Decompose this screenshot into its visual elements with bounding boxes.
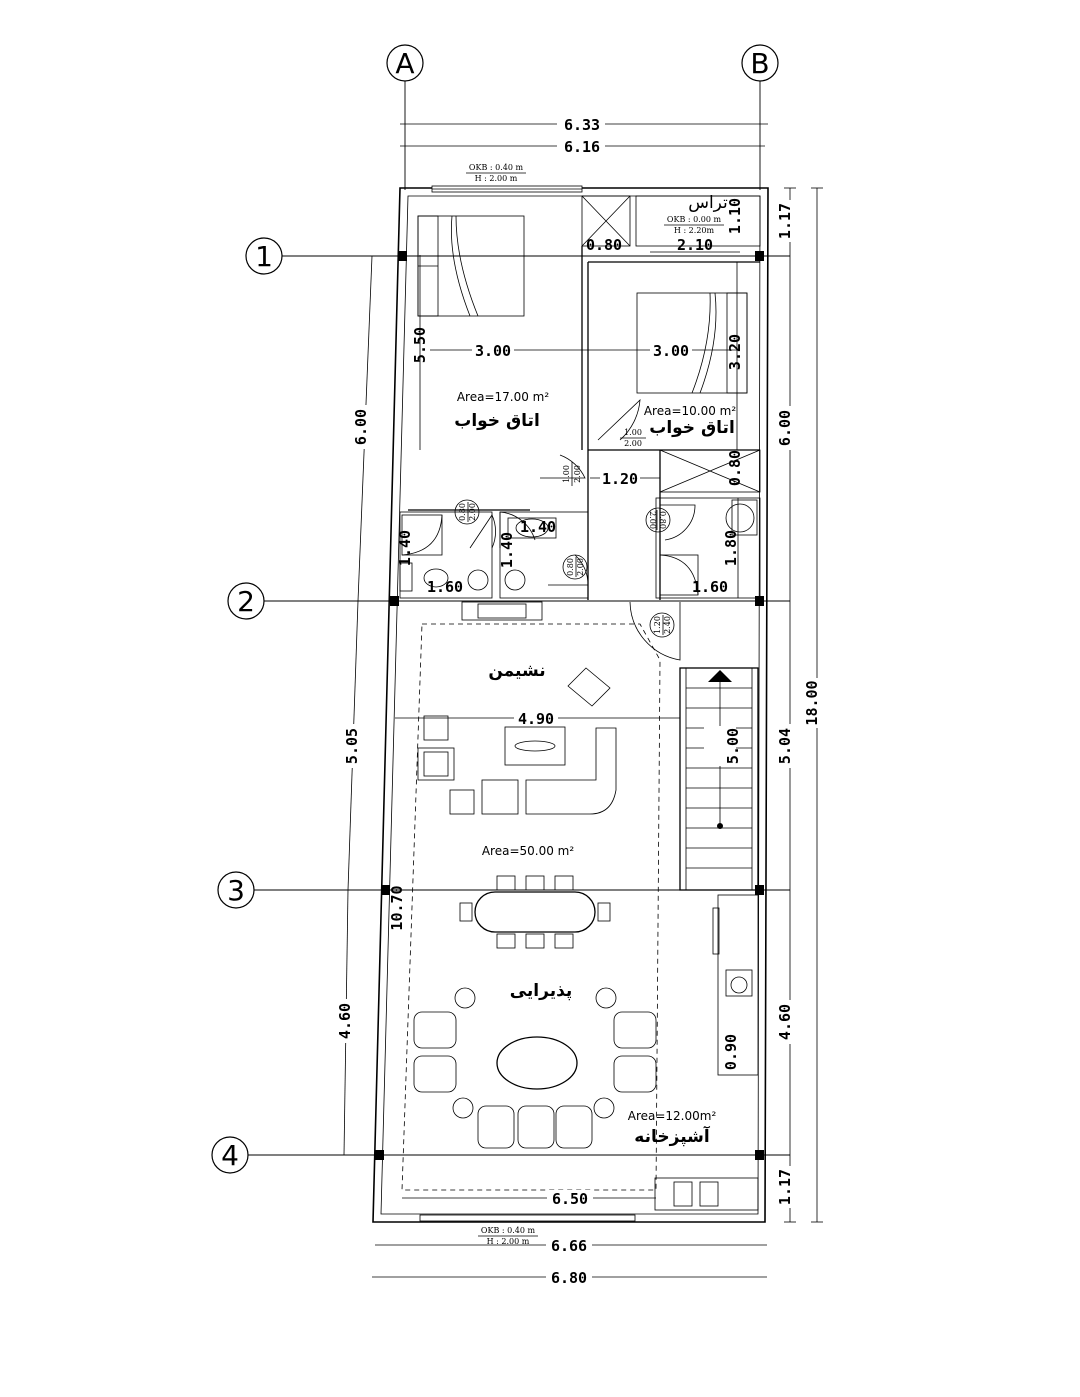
dim-bottom-3: 6.80 xyxy=(551,1269,587,1287)
dim-bath-width: 1.60 xyxy=(692,578,728,596)
dim-wc1-height: 1.40 xyxy=(396,530,414,566)
dim-bath-height: 1.80 xyxy=(722,530,740,566)
svg-text:H : 2.00 m: H : 2.00 m xyxy=(475,174,518,183)
axis-bubble-1: 1 xyxy=(245,237,283,275)
dim-bed1-height: 5.50 xyxy=(411,327,429,363)
svg-text:H : 2.20m: H : 2.20m xyxy=(674,226,715,235)
bottom-window-tag: OKB : 0.40 m H : 2.00 m xyxy=(478,1226,538,1246)
svg-text:2.00: 2.00 xyxy=(468,503,477,521)
kitchen-label: آشپزخانه xyxy=(634,1125,711,1147)
dim-bed2-height: 3.20 xyxy=(726,334,744,370)
door-tag-bed1: 1.00 2.00 xyxy=(562,462,582,486)
svg-text:2: 2 xyxy=(237,585,255,618)
svg-text:OKB : 0.40 m: OKB : 0.40 m xyxy=(469,163,524,172)
bedroom2-name: اتاق خواب xyxy=(649,418,735,438)
svg-text:4: 4 xyxy=(221,1139,239,1172)
sofa-set-icon xyxy=(417,667,617,815)
terrace-door-tag: OKB : 0.00 m H : 2.20m xyxy=(664,215,724,235)
bedroom1-area: Area=17.00 m² xyxy=(457,390,550,404)
door-tag-bed2: 1.00 2.00 xyxy=(620,428,646,448)
hall-area: Area=50.00 m² xyxy=(482,844,575,858)
terrace-label: تراس xyxy=(688,193,728,213)
svg-text:B: B xyxy=(750,47,769,80)
kitchen-counter-icon xyxy=(654,894,759,1211)
dim-stair-height: 5.00 xyxy=(724,728,742,764)
dim-right-total: 18.00 xyxy=(803,680,821,725)
living-label: نشیمن xyxy=(488,661,545,681)
svg-text:A: A xyxy=(395,47,414,80)
top-window-tag: OKB : 0.40 m H : 2.00 m xyxy=(466,163,526,183)
svg-text:2.00: 2.00 xyxy=(624,439,642,448)
dim-living-width: 4.90 xyxy=(518,710,554,728)
door-tag-wc2: 0.80 2.00 xyxy=(562,554,588,580)
dim-shaft-width: 0.80 xyxy=(586,236,622,254)
dim-right-2: 5.04 xyxy=(776,728,794,764)
staircase xyxy=(679,667,759,891)
dim-bed1-width: 3.00 xyxy=(475,342,511,360)
axis-bubble-2: 2 xyxy=(227,582,265,620)
svg-text:1: 1 xyxy=(255,240,273,273)
axis-bubble-3: 3 xyxy=(217,871,255,909)
bedroom2-area: Area=10.00 m² xyxy=(644,404,737,418)
dim-kitchen-counter: 0.90 xyxy=(722,1034,740,1070)
bed-1-icon xyxy=(417,215,525,317)
dim-hall-height: 10.70 xyxy=(388,885,406,930)
dim-wc2-width: 1.40 xyxy=(520,518,556,536)
svg-text:1.00: 1.00 xyxy=(562,465,571,483)
dim-bottom-1: 6.50 xyxy=(552,1190,588,1208)
svg-text:1.20: 1.20 xyxy=(653,616,662,634)
dim-right-1: 6.00 xyxy=(776,410,794,446)
bedroom1-name: اتاق خواب xyxy=(454,411,540,431)
svg-text:H : 2.00 m: H : 2.00 m xyxy=(487,1237,530,1246)
dim-right-top: 1.17 xyxy=(776,203,794,239)
dim-bed2-width: 3.00 xyxy=(653,342,689,360)
dim-left-3: 4.60 xyxy=(336,1003,354,1039)
door-tag-wc1: 0.80 2.00 xyxy=(454,499,480,525)
svg-text:OKB : 0.00 m: OKB : 0.00 m xyxy=(667,215,722,224)
kitchen-area: Area=12.00m² xyxy=(628,1109,717,1123)
dim-wc1-width: 1.60 xyxy=(427,578,463,596)
svg-text:1.00: 1.00 xyxy=(624,428,642,437)
dim-terrace-height: 1.10 xyxy=(726,198,744,234)
reception-sofas-icon xyxy=(413,987,657,1149)
dim-terrace-width: 2.10 xyxy=(677,236,713,254)
svg-text:2.40: 2.40 xyxy=(663,616,672,634)
dim-shaft2-height: 0.80 xyxy=(726,450,744,486)
bed-2-icon xyxy=(636,292,748,394)
svg-text:2.00: 2.00 xyxy=(648,511,657,529)
svg-text:2.00: 2.00 xyxy=(573,465,582,483)
dim-wc2-height: 1.40 xyxy=(498,532,516,568)
dim-left-2: 5.05 xyxy=(343,728,361,764)
dim-right-bottom: 1.17 xyxy=(776,1169,794,1205)
reception-label: پذیرایی xyxy=(510,981,573,1001)
svg-text:0.80: 0.80 xyxy=(658,511,667,529)
axis-bubble-B: B xyxy=(741,44,779,82)
dim-top-outer: 6.33 xyxy=(564,116,600,134)
door-tag-entry: 1.20 2.40 xyxy=(649,612,675,638)
svg-text:2.00: 2.00 xyxy=(576,558,585,576)
dim-top-inner: 6.16 xyxy=(564,138,600,156)
svg-text:3: 3 xyxy=(227,874,245,907)
svg-text:0.80: 0.80 xyxy=(566,558,575,576)
door-tag-bath: 0.80 2.00 xyxy=(645,507,671,533)
dim-bottom-2: 6.66 xyxy=(551,1237,587,1255)
dim-corridor-width: 1.20 xyxy=(602,470,638,488)
dim-left-1: 6.00 xyxy=(352,409,370,445)
svg-text:0.80: 0.80 xyxy=(458,503,467,521)
svg-text:OKB : 0.40 m: OKB : 0.40 m xyxy=(481,1226,536,1235)
axis-bubble-A: A xyxy=(386,44,424,82)
dim-right-3: 4.60 xyxy=(776,1004,794,1040)
dining-table-icon xyxy=(459,875,611,949)
axis-bubble-4: 4 xyxy=(211,1136,249,1174)
